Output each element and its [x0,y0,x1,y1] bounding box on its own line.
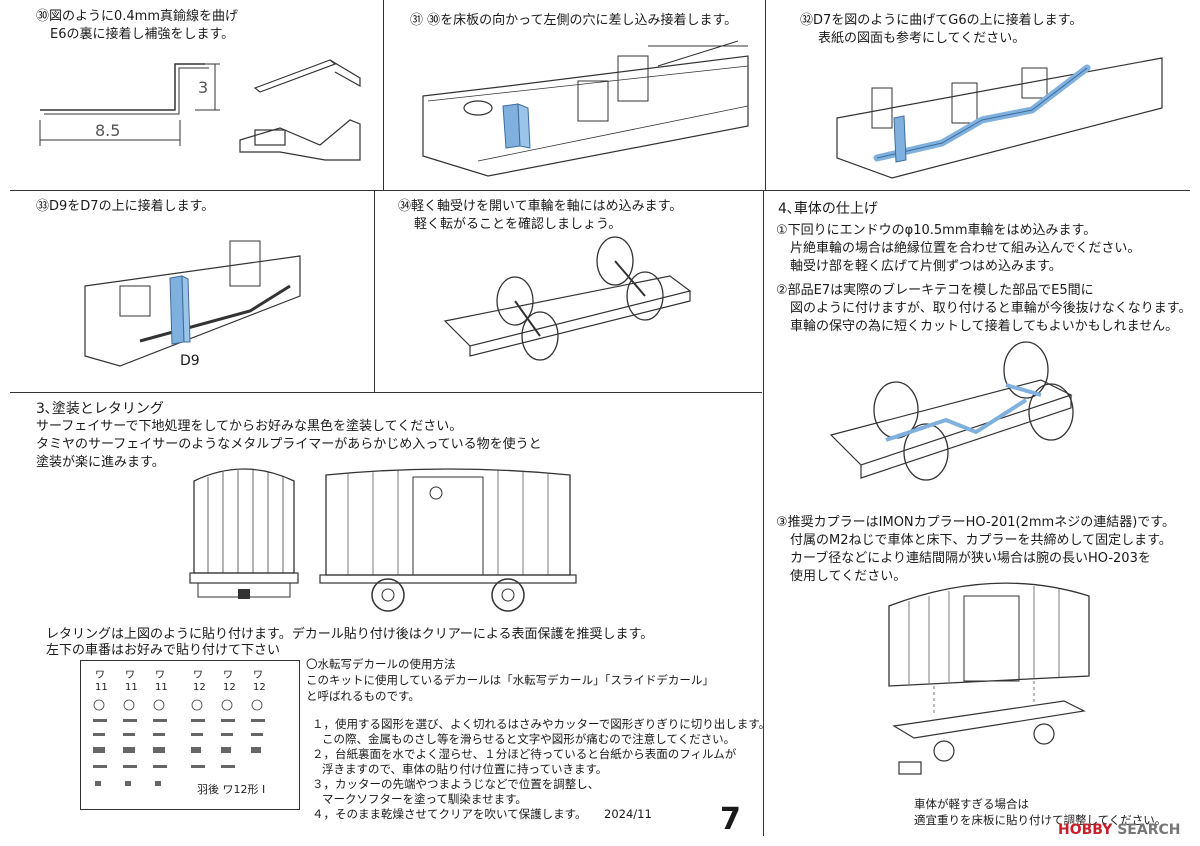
step30-line1: ㉚図のように0.4mm真鍮線を曲げ [36,9,239,24]
decal-sheet: ワ ワ ワ ワ ワ ワ 11 11 11 12 12 12 [80,660,300,810]
divider-col2-top [765,0,766,190]
watermark-suffix: SEARCH [1117,822,1181,838]
car-end-view [188,463,308,613]
step34-diagram [440,236,740,386]
water-decal-intro1: このキットに使用しているデカールは「水転写デカール」「スライドデカール」 [306,673,714,687]
dim-height: 3 [198,78,208,97]
water-decal-step2b: 浮きますので、車体の貼り付け位置に持っていきます。 [322,762,608,776]
divider-row1 [10,190,1190,191]
lettering-line1: レタリングは上図のように貼り付けます。デカール貼り付け後はクリアーによる表面保護… [46,627,654,642]
decal-detail-marks [93,699,265,786]
section3-heading: 3､塗装とレタリング [36,401,164,417]
water-decal-step3: ３，カッターの先端やつまようじなどで位置を調整し、 [312,777,600,791]
section4-p2-3: 車輪の保守の為に短くカットして接着してもよいかもしれません。 [790,319,1179,334]
step32-line1: ㉜D7を図のように曲げてG6の上に接着します。 [800,13,1083,28]
step30-wire-diagram: 8.5 3 [30,50,370,170]
divider-row2 [10,392,762,393]
section4-p2-1: ②部品E7は実際のブレーキテコを模した部品でE5間に [776,283,1094,298]
date-label: 2024/11 [604,807,652,821]
step33-diagram [80,226,360,376]
divider-col1-mid [374,190,375,392]
section3-line3: 塗装が楽に進みます。 [36,455,165,470]
step32-line2: 表紙の図面も参考にしてください。 [818,31,1026,46]
section4-p1-2: 片絶車輪の場合は絶縁位置を合わせて組み込んでください。 [790,241,1141,256]
weight-note-1: 車体が軽すぎる場合は [914,797,1029,811]
water-decal-title: 〇水転写デカールの使用方法 [306,657,456,671]
water-decal-step1b: この際、金属ものさし等を滑らせると文字や図形が痛むので注意してください。 [322,732,736,746]
step34-line2: 軽く転がることを確認しましょう。 [414,217,622,232]
step31-line1: ㉛ ㉚を床板の向かって左側の穴に差し込み接着します。 [410,13,738,28]
decal-num-2: 11 [125,682,138,693]
decal-num-3: 11 [155,682,168,693]
dim-width: 8.5 [95,121,120,140]
decal-mark-6: ワ [253,670,263,681]
divider-col1-top [383,0,384,190]
decal-mark-2: ワ [125,670,135,681]
page-number: 7 [720,802,741,837]
watermark: HOBBY SEARCH [1058,822,1180,838]
decal-mark-1: ワ [95,670,105,681]
part-label-d9: D9 [180,353,200,369]
divider-col2-main [763,190,764,836]
decal-caption: 羽後 ワ12形 Ⅰ [197,783,266,796]
decal-num-6: 12 [253,682,266,693]
step34-line1: ㉞軽く軸受けを開いて車輪を軸にはめ込みます。 [398,199,683,214]
decal-mark-4: ワ [193,670,203,681]
section4-p3-3: カーブ径などにより連結間隔が狭い場合は腕の長いHO-203を [790,551,1151,566]
decal-mark-5: ワ [223,670,233,681]
weight-note-2: 適宜重りを床板に貼り付けて調整してください。 [914,813,1167,827]
lettering-line2: 左下の車番はお好みで貼り付けて下さい [46,643,281,658]
step30-line2: E6の裏に接着し補強をします。 [50,27,235,42]
section4-p1-1: ①下回りにエンドウのφ10.5mm車輪をはめ込みます。 [776,223,1097,238]
decal-num-4: 12 [193,682,206,693]
water-decal-step3b: マークソフターを塗って馴染ませます。 [322,792,527,806]
section4-p2-2: 図のように付けますが、取り付けると車輪が今後抜けなくなります。 [790,301,1192,316]
step33-line1: ㉝D9をD7の上に接着します。 [36,199,215,214]
water-decal-intro2: と呼ばれるものです。 [306,689,420,703]
water-decal-step4: ４，そのまま乾燥させてクリアを吹いて保護します。 [312,807,587,821]
section4-p3-2: 付属のM2ねじで車体と床下、カプラーを共締めして固定します。 [790,533,1172,548]
section3-line1: サーフェイサーで下地処理をしてからお好みな黒色を塗装してください。 [36,419,463,434]
section3-line2: タミヤのサーフェイサーのようなメタルプライマーがあらかじめ入っている物を使うと [36,437,542,452]
water-decal-step1: １，使用する図形を選び、よく切れるはさみやカッターで図形ぎりぎりに切り出します。 [312,717,771,731]
decal-num-5: 12 [223,682,236,693]
decal-num-1: 11 [95,682,108,693]
decal-mark-3: ワ [155,670,165,681]
step32-diagram [832,48,1172,183]
section4-p3-4: 使用してください。 [790,569,907,584]
water-decal-step2: ２，台紙裏面を水でよく湿らせ、１分ほど待っていると台紙から表面のフィルムが [312,747,737,761]
watermark-brand: HOBBY [1058,822,1113,838]
step31-diagram [418,36,758,186]
wheelset-diagram [826,340,1086,500]
assembly-exploded-diagram [884,566,1104,786]
section4-p1-3: 軸受け部を軽く広げて片側ずつはめ込みます。 [790,259,1062,274]
section4-heading: 4､車体の仕上げ [778,201,878,217]
section4-p3-1: ③推奨カプラーはIMONカプラーHO-201(2mmネジの連結器)です。 [776,515,1175,530]
car-side-view [318,463,578,613]
